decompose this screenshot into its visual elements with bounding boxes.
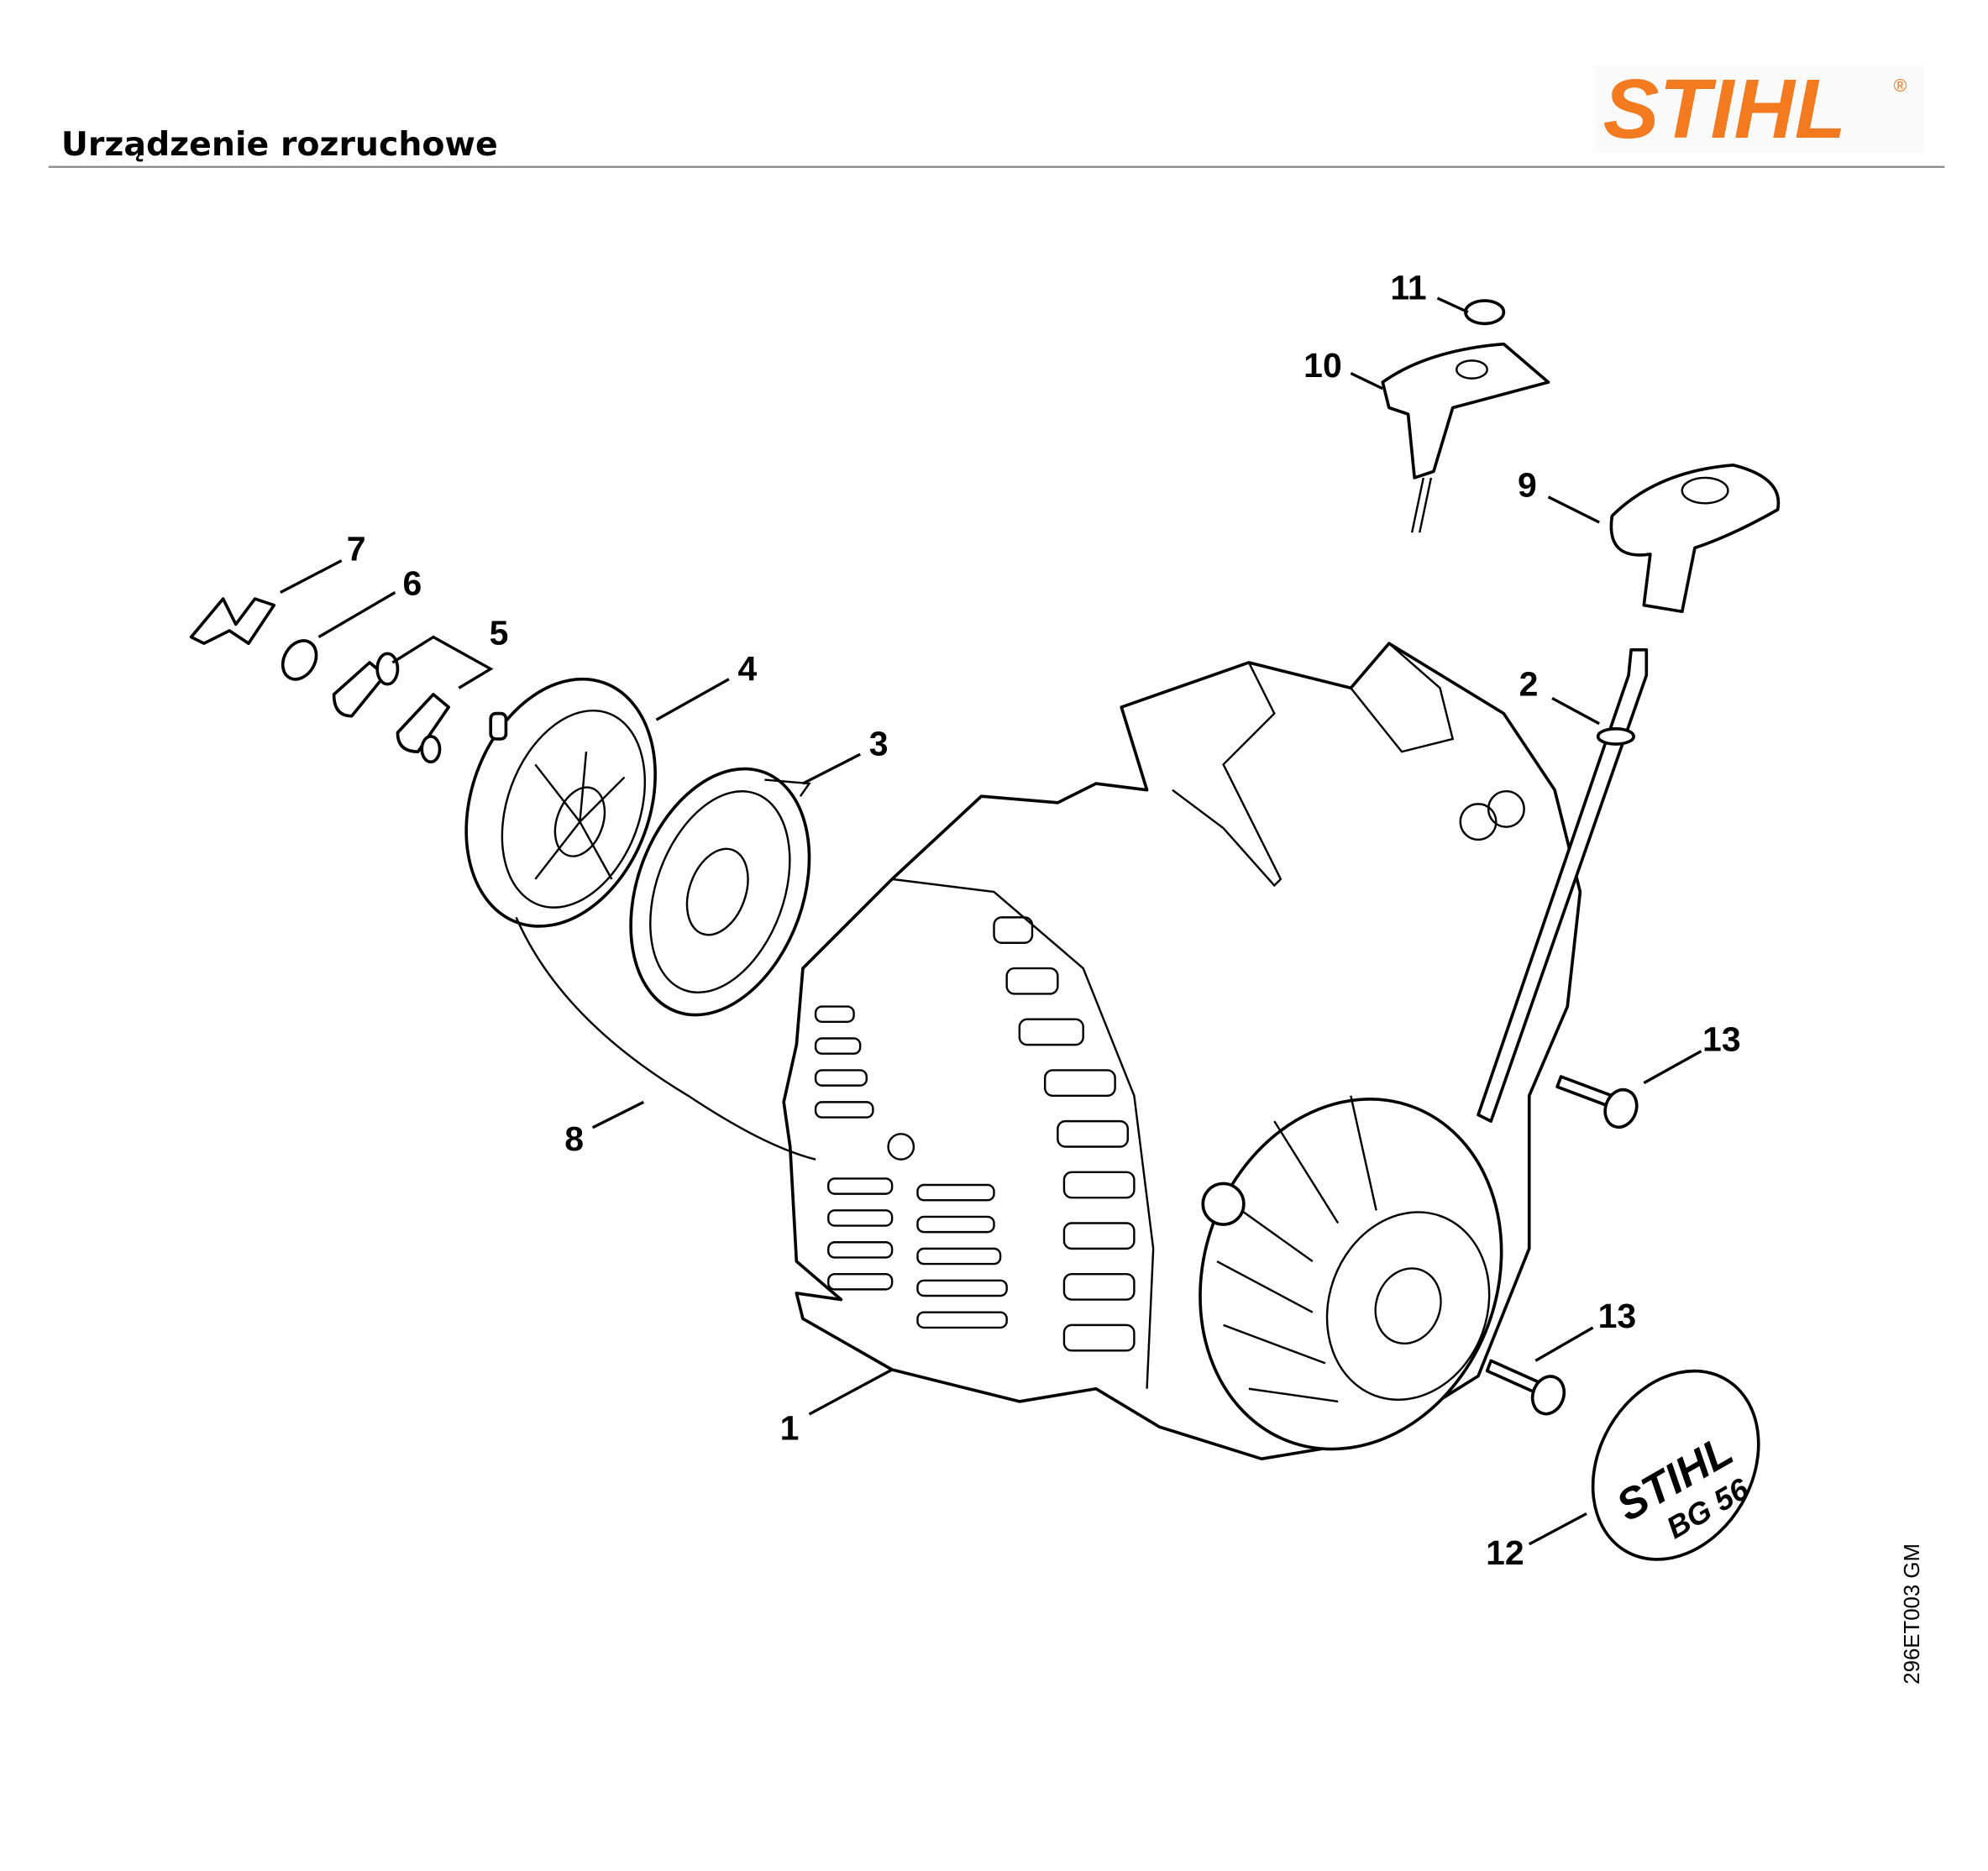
callout-6: 6 [403,564,422,603]
callout-4: 4 [738,649,758,688]
part-7-spring-clip[interactable] [189,597,276,646]
part-2-rope-guide[interactable] [1477,647,1649,1123]
part-13-screw[interactable] [1555,1075,1642,1132]
part-6-washer[interactable] [276,635,323,685]
callout-8: 8 [564,1119,584,1158]
part-9-starter-grip[interactable] [1609,463,1781,614]
callout-1: 1 [780,1408,800,1447]
part-11-cap[interactable] [1464,299,1506,326]
logo-registered: ® [1894,76,1907,96]
callout-5: 5 [490,614,509,652]
part-10-starter-handle[interactable] [1381,342,1550,533]
callout-13b: 13 [1598,1297,1637,1335]
callout-10: 10 [1303,346,1342,385]
callout-3: 3 [869,725,889,763]
callout-9: 9 [1518,466,1537,505]
callout-13a: 13 [1702,1020,1741,1059]
callout-11: 11 [1390,269,1426,307]
callout-2: 2 [1519,664,1539,703]
callout-12: 12 [1486,1533,1524,1572]
part-12-cover-badge[interactable]: STIHL BG 56 [1560,1341,1791,1590]
page-title: Urządzenie rozruchowe [61,125,498,164]
logo-text: STIHL [1603,62,1846,156]
part-8-starter-rope[interactable] [515,916,816,1161]
part-5-pawls[interactable] [332,652,450,764]
leader-lines [280,296,1702,1546]
stihl-logo: STIHL ® [1592,62,1925,156]
callout-7: 7 [347,530,366,569]
part-1-fan-housing[interactable] [782,642,1582,1491]
part-4-rope-rotor[interactable] [433,652,688,953]
part-13-screw[interactable] [1485,1359,1570,1418]
drawing-code: 296ET003 GM [1901,1543,1924,1685]
part-3-rewind-spring[interactable] [599,744,842,1040]
